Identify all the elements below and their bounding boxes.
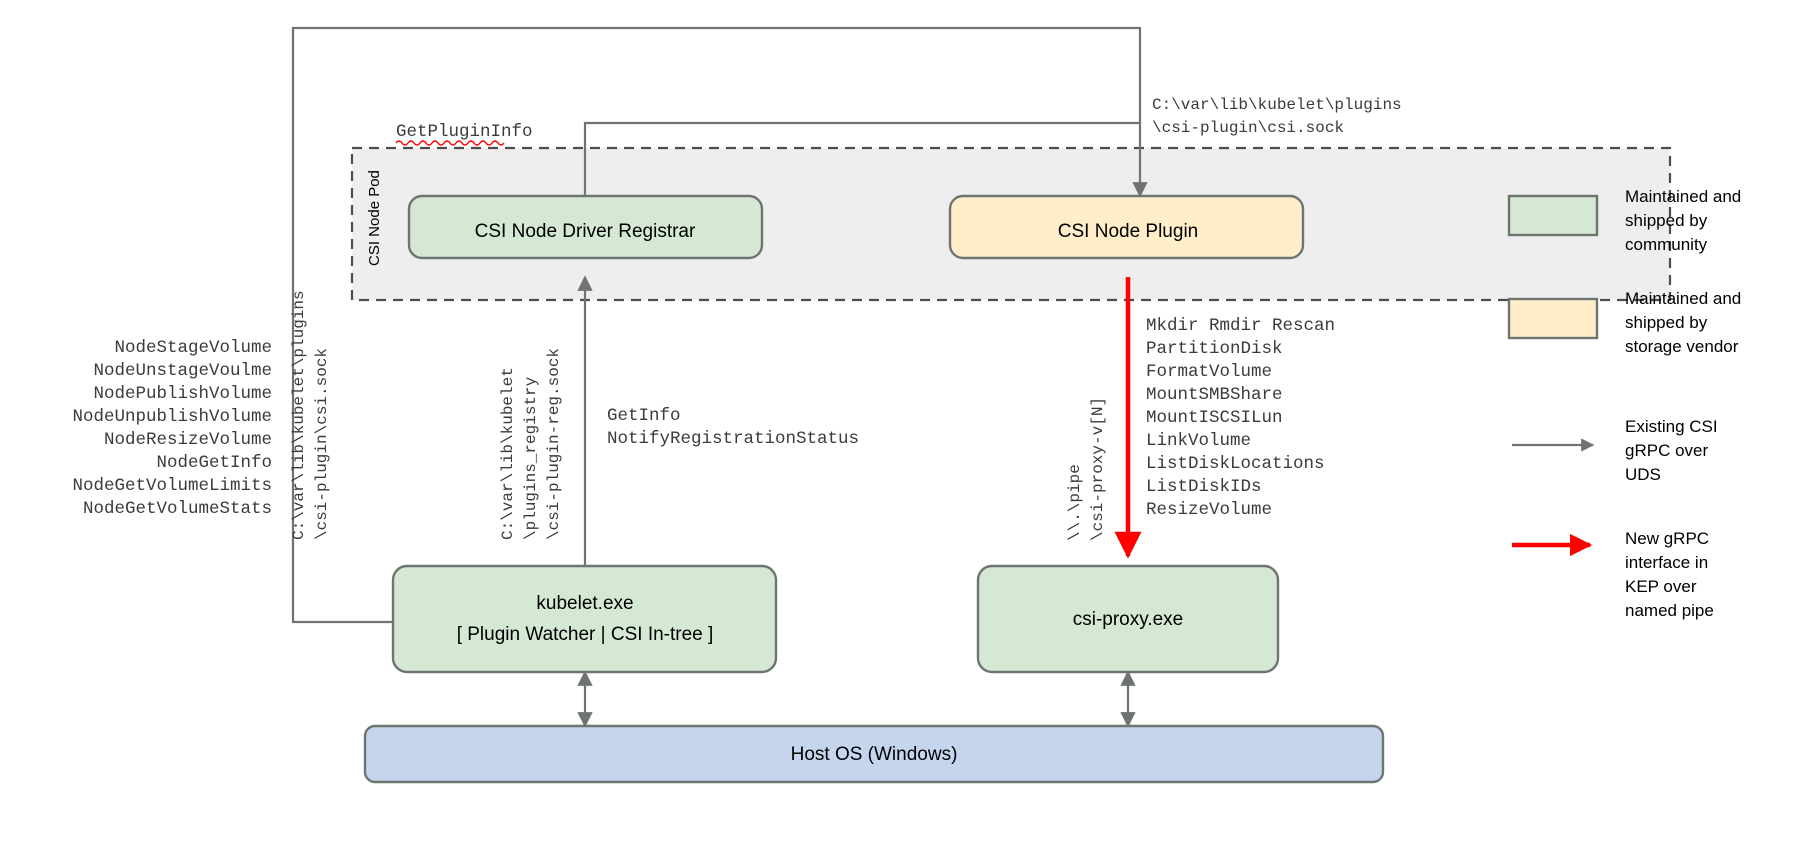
named-pipe-line2: \csi-proxy-v[N] bbox=[1089, 397, 1107, 541]
csi-proxy-api-4: MountISCSILun bbox=[1146, 408, 1283, 428]
edge-registrar-getplugininfo bbox=[583, 121, 1140, 196]
legend-vendor-line-0: Maintained and bbox=[1625, 289, 1741, 308]
legend-community-line-0: Maintained and bbox=[1625, 187, 1741, 206]
legend-item-existing-csi-grpc: Existing CSI gRPC over UDS bbox=[1512, 417, 1718, 484]
kubelet-csi-sock-line2: \csi-plugin\csi.sock bbox=[313, 348, 331, 540]
node-kubelet-exe[interactable]: kubelet.exe [ Plugin Watcher | CSI In-tr… bbox=[391, 564, 778, 674]
registry-sock-line1: C:\var\lib\kubelet bbox=[499, 367, 517, 540]
host-os-label: Host OS (Windows) bbox=[791, 744, 958, 765]
kubelet-exe-label-line2: [ Plugin Watcher | CSI In-tree ] bbox=[457, 624, 714, 645]
legend-vendor-line-2: storage vendor bbox=[1625, 337, 1739, 356]
get-plugin-info-text: GetPluginInfo bbox=[396, 122, 533, 142]
label-named-pipe: \\.\pipe \csi-proxy-v[N] bbox=[1066, 397, 1107, 541]
csi-node-rpc-list: NodeStageVolume NodeUnstageVoulme NodePu… bbox=[72, 338, 272, 519]
csi-proxy-api-0: Mkdir Rmdir Rescan bbox=[1146, 316, 1335, 336]
csi-node-rpc-6: NodeGetVolumeLimits bbox=[72, 476, 272, 496]
csi-proxy-api-3: MountSMBShare bbox=[1146, 385, 1283, 405]
csi-node-rpc-3: NodeUnpublishVolume bbox=[72, 407, 272, 427]
csi-node-rpc-1: NodeUnstageVoulme bbox=[93, 361, 272, 381]
label-kubelet-csi-sock-path: C:\var\lib\kubelet\plugins \csi-plugin\c… bbox=[290, 290, 331, 540]
spellcheck-squiggle-icon bbox=[395, 140, 505, 146]
csi-node-rpc-2: NodePublishVolume bbox=[93, 384, 272, 404]
legend-swatch-storage-vendor bbox=[1507, 297, 1599, 340]
csi-sock-path-line2: \csi-plugin\csi.sock bbox=[1152, 119, 1344, 137]
csi-proxy-api-list: Mkdir Rmdir Rescan PartitionDisk FormatV… bbox=[1146, 316, 1335, 520]
csi-node-pod-label: CSI Node Pod bbox=[366, 170, 383, 266]
legend-community-line-2: community bbox=[1625, 235, 1708, 254]
csi-proxy-api-7: ListDiskIDs bbox=[1146, 477, 1262, 497]
csi-proxy-api-5: LinkVolume bbox=[1146, 431, 1251, 451]
csi-node-rpc-7: NodeGetVolumeStats bbox=[83, 499, 272, 519]
legend-item-storage-vendor: Maintained and shipped by storage vendor bbox=[1507, 289, 1741, 356]
kubelet-exe-label-line1: kubelet.exe bbox=[536, 593, 633, 614]
node-host-os[interactable]: Host OS (Windows) bbox=[363, 724, 1385, 784]
label-registry-sock-path: C:\var\lib\kubelet \plugins_registry \cs… bbox=[499, 348, 563, 540]
legend-new-line-1: interface in bbox=[1625, 553, 1708, 572]
csi-node-plugin-label: CSI Node Plugin bbox=[1058, 221, 1198, 242]
label-registrar-rpcs: GetInfo NotifyRegistrationStatus bbox=[607, 406, 859, 449]
csi-proxy-api-1: PartitionDisk bbox=[1146, 339, 1283, 359]
label-get-plugin-info: GetPluginInfo bbox=[395, 122, 533, 146]
edge-kubelet-to-csi-node-plugin bbox=[291, 26, 1148, 624]
csi-node-driver-registrar-label: CSI Node Driver Registrar bbox=[475, 221, 696, 242]
csi-proxy-api-8: ResizeVolume bbox=[1146, 500, 1272, 520]
csi-node-rpc-0: NodeStageVolume bbox=[114, 338, 272, 358]
registry-sock-line2: \plugins_registry bbox=[522, 376, 540, 540]
registry-sock-line3: \csi-plugin-reg.sock bbox=[545, 348, 563, 540]
registrar-rpc-getinfo: GetInfo bbox=[607, 406, 681, 426]
node-csi-proxy-exe[interactable]: csi-proxy.exe bbox=[976, 564, 1280, 674]
csi-proxy-api-2: FormatVolume bbox=[1146, 362, 1272, 382]
csi-node-rpc-5: NodeGetInfo bbox=[156, 453, 272, 473]
legend-vendor-line-1: shipped by bbox=[1625, 313, 1708, 332]
legend-existing-line-1: gRPC over bbox=[1625, 441, 1708, 460]
label-csi-sock-path-top: C:\var\lib\kubelet\plugins \csi-plugin\c… bbox=[1152, 96, 1402, 137]
kubelet-csi-sock-line1: C:\var\lib\kubelet\plugins bbox=[290, 290, 308, 540]
csi-proxy-exe-label: csi-proxy.exe bbox=[1073, 609, 1184, 630]
csi-node-rpc-4: NodeResizeVolume bbox=[104, 430, 272, 450]
node-csi-node-plugin[interactable]: CSI Node Plugin bbox=[948, 194, 1305, 260]
csi-sock-path-line1: C:\var\lib\kubelet\plugins bbox=[1152, 96, 1402, 114]
legend-community-line-1: shipped by bbox=[1625, 211, 1708, 230]
legend-existing-line-0: Existing CSI bbox=[1625, 417, 1718, 436]
legend-swatch-community bbox=[1507, 194, 1599, 237]
legend-new-line-3: named pipe bbox=[1625, 601, 1714, 620]
legend-item-new-grpc: New gRPC interface in KEP over named pip… bbox=[1512, 529, 1714, 620]
node-csi-node-driver-registrar[interactable]: CSI Node Driver Registrar bbox=[407, 194, 764, 260]
legend: Maintained and shipped by community Main… bbox=[1507, 187, 1741, 620]
registrar-rpc-notifyregistrationstatus: NotifyRegistrationStatus bbox=[607, 429, 859, 449]
legend-new-line-0: New gRPC bbox=[1625, 529, 1709, 548]
legend-existing-line-2: UDS bbox=[1625, 465, 1661, 484]
named-pipe-line1: \\.\pipe bbox=[1066, 464, 1084, 541]
legend-item-community: Maintained and shipped by community bbox=[1507, 187, 1741, 254]
legend-new-line-2: KEP over bbox=[1625, 577, 1697, 596]
csi-proxy-api-6: ListDiskLocations bbox=[1146, 454, 1325, 474]
